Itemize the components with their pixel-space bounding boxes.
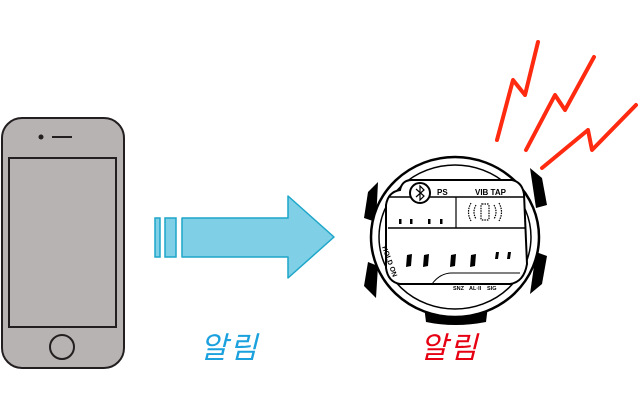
arrow-stripe-2 (164, 217, 177, 258)
display-indicator-snz: SNZ (453, 286, 465, 292)
display-ps-text: PS (437, 188, 448, 197)
lightning-bolt-icon (524, 55, 596, 152)
smartphone (1, 117, 125, 369)
watch-button-top-right (530, 168, 547, 208)
phone-screen (8, 157, 117, 328)
watch: PS VIB TAP SNZ AL·II SIG (364, 155, 547, 325)
arrow-stripe-1 (154, 217, 161, 258)
display-large-segments (406, 252, 511, 267)
watch-button-bottom-right (530, 252, 547, 294)
arrow-body (181, 195, 335, 279)
phone-camera-icon (38, 134, 44, 140)
lightning-bolt-icon (495, 40, 540, 142)
transmit-arrow (154, 195, 335, 279)
display-small-segments (399, 219, 443, 224)
vibrating-phone-icon (467, 202, 503, 222)
watch-button-bottom-left (364, 262, 378, 298)
watch-display (385, 179, 529, 285)
phone-home-button-icon (49, 334, 75, 360)
bluetooth-glyph (415, 184, 425, 202)
display-indicator-sig: SIG (487, 286, 496, 292)
watch-notification-label: 알림 (420, 331, 480, 366)
alert-signal (495, 40, 638, 170)
lightning-bolt-icon (540, 103, 638, 170)
phone-notification-label: 알림 (200, 331, 260, 366)
display-bottom-line (431, 272, 520, 285)
display-vib-tap-text: VIB TAP (475, 188, 507, 197)
display-indicator-al: AL·II (469, 286, 482, 292)
